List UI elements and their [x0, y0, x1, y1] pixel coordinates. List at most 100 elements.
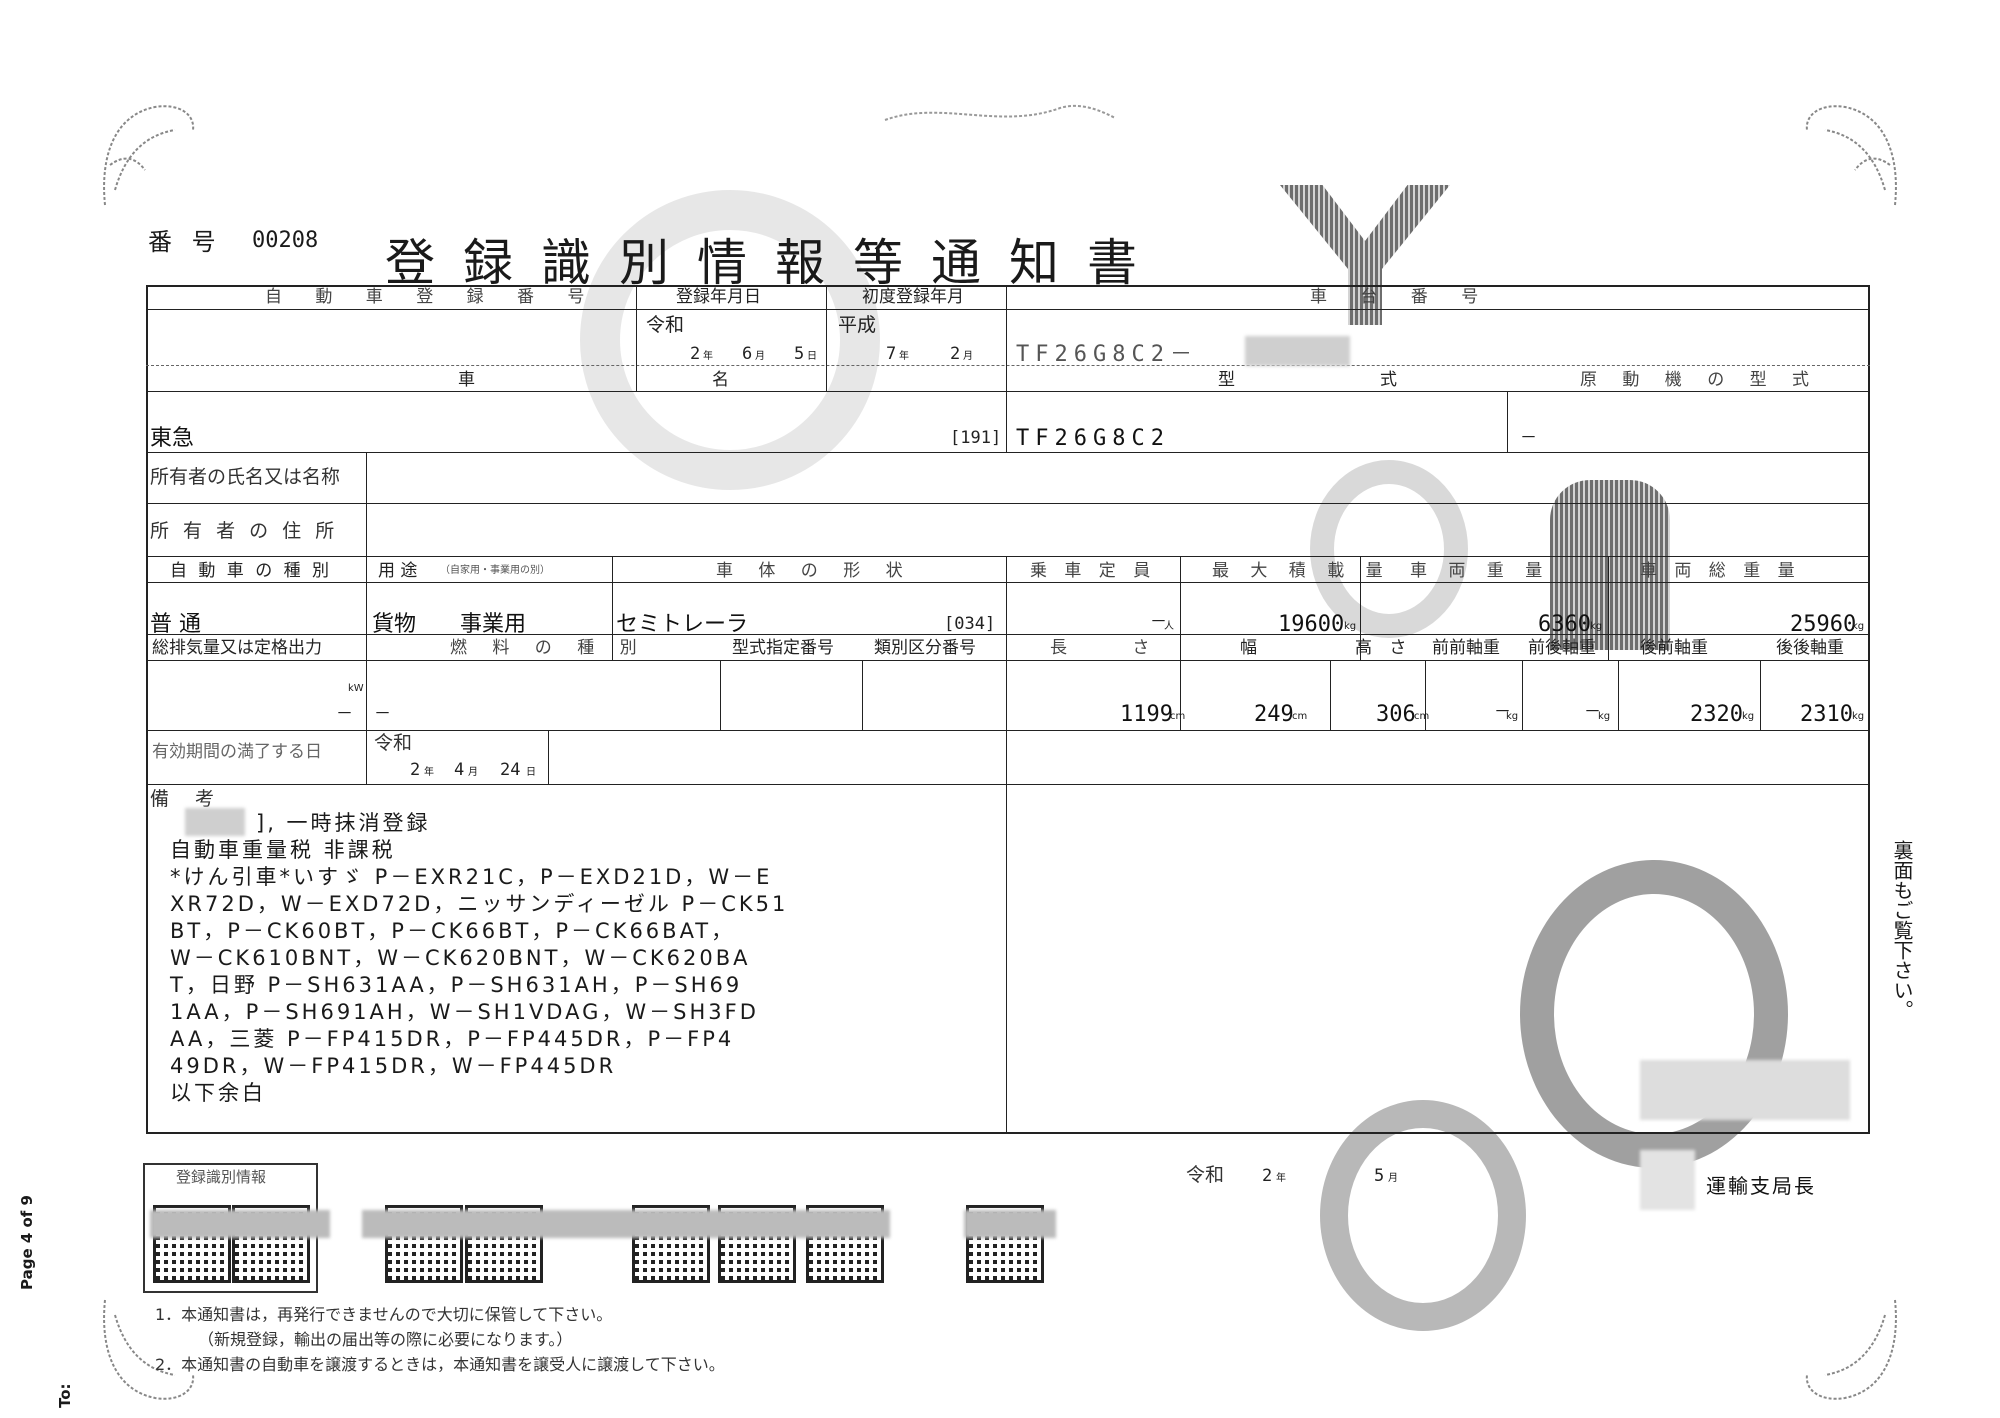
registration-info-box-label: 登録識別情報 — [176, 1168, 267, 1186]
issue-era: 令和 — [1186, 1164, 1225, 1186]
fax-page-indicator: Page 4 of 9 — [18, 1195, 36, 1290]
issue-month: 5 — [1374, 1166, 1385, 1186]
expiry-label: 有効期間の満了する日 — [152, 742, 322, 762]
first-reg-era: 平成 — [838, 314, 877, 336]
issuer-title: 運輸支局長 — [1706, 1174, 1816, 1198]
capacity-value: － — [1150, 612, 1167, 632]
expiry-year: 2 — [410, 760, 421, 780]
remarks-line: *けん引車*いすゞ P－EXR21C，P－EXD21D，W－E — [170, 865, 773, 889]
type-designation-label: 型式指定番号 — [732, 638, 834, 658]
max-load-value: 19600 — [1278, 612, 1345, 637]
displacement-value: － — [336, 704, 353, 724]
remarks-line: W－CK610BNT，W－CK620BNT，W－CK620BA — [170, 946, 751, 970]
footnote-1: 1．本通知書は，再発行できませんので大切に保管して下さい。 — [155, 1305, 613, 1324]
reg-day-unit: 日 — [807, 351, 817, 362]
redacted-remarks-prefix — [185, 808, 245, 836]
width-value: 249 — [1254, 702, 1294, 727]
watermark-letter-p — [1550, 480, 1670, 650]
corner-ornament-top-left — [95, 95, 205, 210]
vehicle-name-value: 東急 — [150, 426, 195, 451]
issue-month-unit: 月 — [1388, 1173, 1398, 1184]
vehicle-name-code: [191] — [950, 428, 1002, 448]
first-reg-month-unit: 月 — [963, 351, 973, 362]
length-unit: cm — [1170, 711, 1186, 722]
redacted-qr-band — [964, 1210, 1056, 1238]
vehicle-weight-value: 6360 — [1538, 612, 1591, 637]
reg-year: 2 — [690, 344, 701, 364]
owner-address-label: 所 有 者 の 住 所 — [150, 520, 339, 542]
redacted-chassis-suffix — [1245, 336, 1350, 366]
displacement-label: 総排気量又は定格出力 — [152, 638, 322, 658]
expiry-day-unit: 日 — [526, 767, 536, 778]
remarks-line: 以下余白 — [170, 1081, 266, 1105]
doc-number: 00208 — [252, 228, 319, 253]
expiry-month-unit: 月 — [468, 767, 478, 778]
corner-ornament-top-right — [1795, 95, 1905, 210]
redacted-qr-band — [362, 1210, 890, 1238]
remarks-line: XR72D，W－EXD72D，ニッサンディーゼル P－CK51 — [170, 892, 789, 916]
remarks-line: AA，三菱 P－FP415DR，P－FP445DR，P－FP4 — [170, 1027, 735, 1051]
capacity-label: 乗 車 定 員 — [1030, 561, 1157, 581]
capacity-unit: 人 — [1164, 621, 1174, 632]
vehicle-weight-unit: kg — [1590, 621, 1603, 632]
reg-month-unit: 月 — [755, 351, 765, 362]
category-number-label: 類別区分番号 — [874, 638, 976, 658]
watermark-ring-2 — [1320, 1100, 1526, 1331]
remarks-text: ], 一時抹消登録 自動車重量税 非課税 *けん引車*いすゞ P－EXR21C，… — [170, 810, 1000, 1107]
expiry-month: 4 — [454, 760, 465, 780]
front-rear-axle-label: 前後軸重 — [1528, 638, 1596, 658]
remarks-line: T，日野 P－SH631AA，P－SH631AH，P－SH69 — [170, 973, 743, 997]
gross-weight-value: 25960 — [1790, 612, 1857, 637]
rear-rear-axle-unit: kg — [1852, 711, 1865, 722]
redacted-issuer-office — [1640, 1150, 1695, 1210]
displacement-unit: kW — [348, 683, 364, 694]
vehicle-type-label-2: 式 — [1380, 370, 1397, 390]
body-shape-label: 車 体 の 形 状 — [716, 561, 913, 581]
top-ornament — [880, 100, 1120, 130]
length-label: 長 さ — [1050, 638, 1180, 658]
expiry-year-unit: 年 — [424, 767, 434, 778]
front-rear-axle-value: － — [1584, 702, 1601, 722]
use-sub-label: （自家用・事業用の別） — [440, 565, 550, 576]
front-front-axle-unit: kg — [1506, 711, 1519, 722]
reg-era: 令和 — [646, 314, 685, 336]
front-front-axle-value: － — [1494, 702, 1511, 722]
reg-number-label: 自 動 車 登 録 番 号 — [265, 287, 599, 307]
use-label: 用 途 — [378, 561, 418, 581]
vehicle-weight-label: 車 両 重 量 — [1410, 561, 1551, 581]
height-unit: cm — [1414, 711, 1430, 722]
first-reg-year-unit: 年 — [899, 351, 909, 362]
rear-rear-axle-value: 2310 — [1800, 702, 1853, 727]
remarks-label: 備 考 — [150, 788, 225, 810]
expiry-era: 令和 — [374, 732, 413, 754]
corner-ornament-bottom-right — [1795, 1295, 1905, 1410]
owner-name-label: 所有者の氏名又は名称 — [150, 466, 341, 488]
reg-day: 5 — [794, 344, 805, 364]
remarks-line: 49DR，W－FP415DR，W－FP445DR — [170, 1054, 617, 1078]
width-unit: cm — [1292, 711, 1308, 722]
remarks-line: ], 一時抹消登録 — [256, 811, 431, 835]
max-load-label: 最 大 積 載 量 — [1212, 561, 1391, 581]
body-shape-value: セミトレーラ — [616, 612, 749, 637]
first-reg-year: 7 — [886, 344, 897, 364]
height-label: 高 さ — [1355, 638, 1413, 658]
footnote-2: 2．本通知書の自動車を譲渡するときは，本通知書を譲受人に譲渡して下さい。 — [155, 1355, 725, 1374]
vehicle-kind-label: 自 動 車 の 種 別 — [170, 561, 333, 581]
rear-front-axle-unit: kg — [1742, 711, 1755, 722]
engine-type-value: － — [1520, 428, 1537, 448]
use-value-2: 事業用 — [460, 612, 527, 637]
front-front-axle-label: 前前軸重 — [1432, 638, 1500, 658]
corner-ornament-bottom-left — [95, 1295, 205, 1410]
doc-number-label: 番 号 — [148, 228, 222, 256]
gross-weight-unit: kg — [1852, 621, 1865, 632]
fax-to-label: To: — [56, 1383, 74, 1408]
vehicle-type-label-1: 型 — [1218, 370, 1235, 390]
side-note: 裏面もご覧下さい。 — [1890, 840, 1914, 1020]
vehicle-type-value: TF26G8C2 — [1016, 426, 1170, 451]
doc-title: 登録識別情報等通知書 — [385, 234, 1165, 292]
vehicle-name-label-1: 車 — [458, 370, 475, 390]
reg-month: 6 — [742, 344, 753, 364]
body-shape-code: [034] — [944, 614, 996, 634]
gross-weight-label: 車 両 総 重 量 — [1640, 561, 1801, 581]
front-rear-axle-unit: kg — [1598, 711, 1611, 722]
